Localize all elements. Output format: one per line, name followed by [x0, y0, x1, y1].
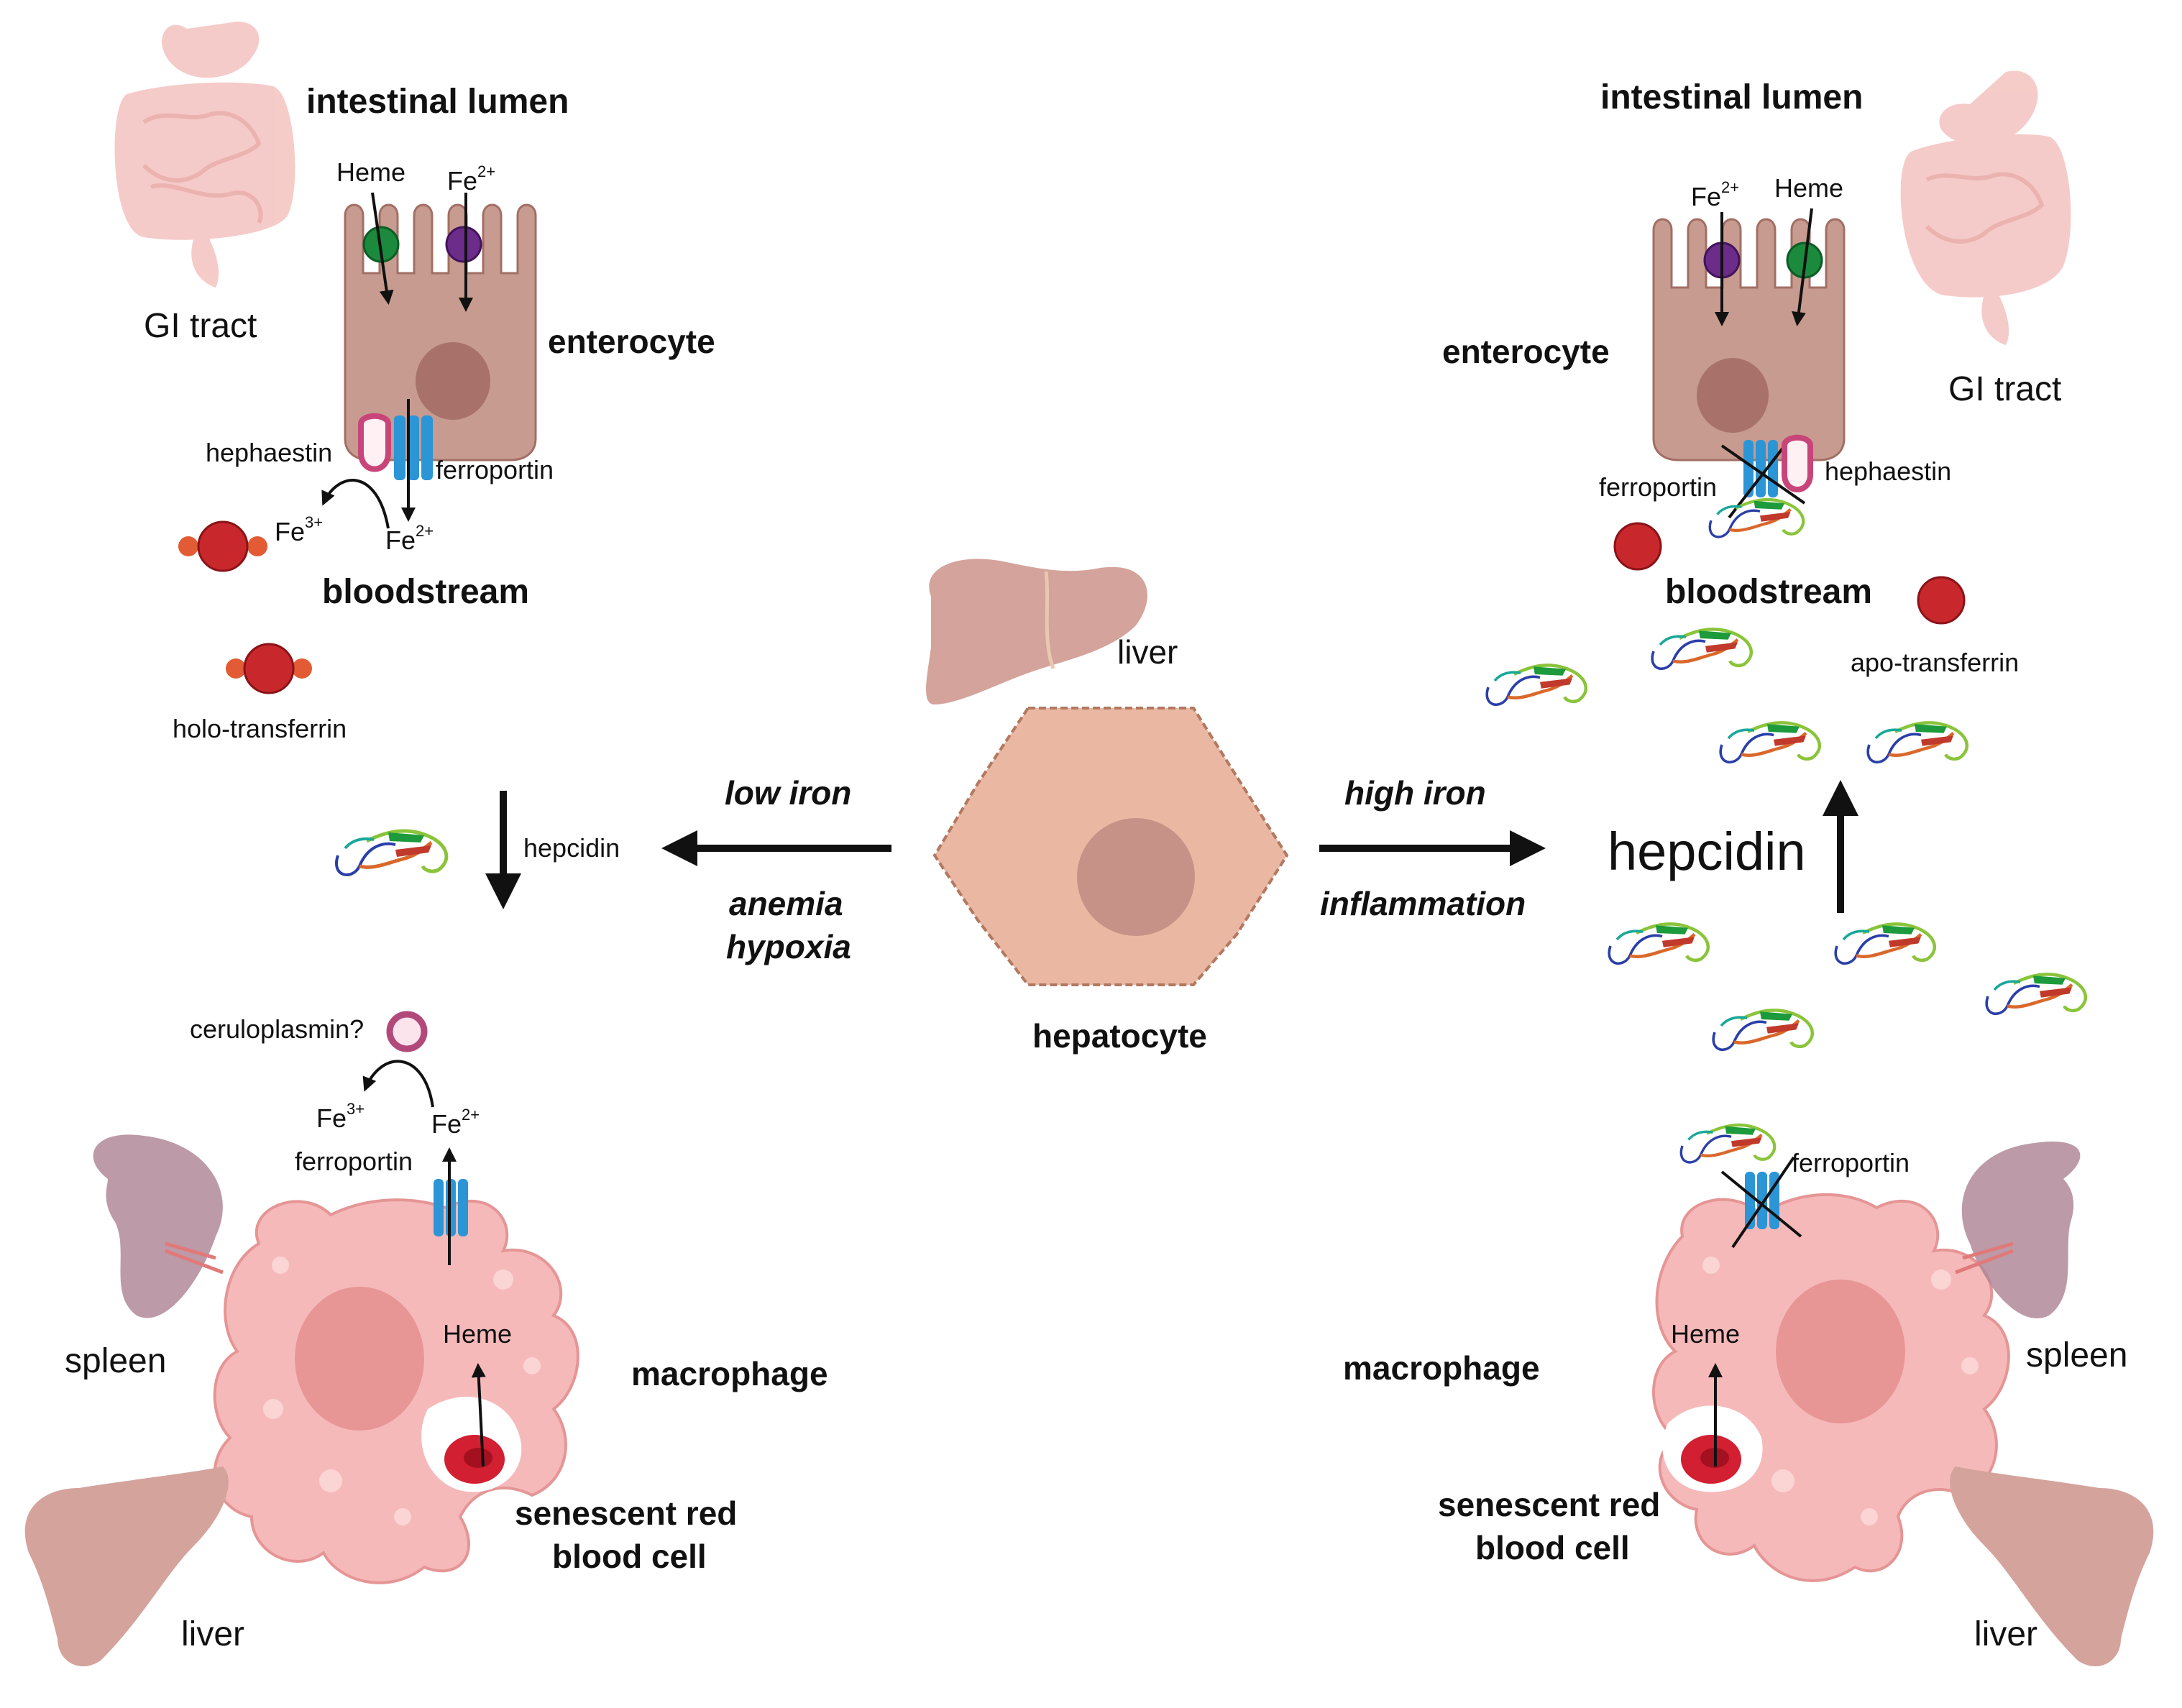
hepatocyte-nucleus [1077, 818, 1195, 936]
right-apo-transferrin-2 [1917, 576, 1966, 625]
right-hephaestin-label: hephaestin [1825, 456, 1952, 486]
left-senescent-label-line2: blood cell [552, 1538, 707, 1575]
left-liver-label: liver [181, 1615, 245, 1653]
left-macrophage-ferroportin-icon [434, 1179, 468, 1236]
right-hepcidin-peptide-1 [1487, 665, 1586, 704]
center-liver-label: liver [1117, 633, 1178, 671]
left-fe3-blood-label: Fe3+ [275, 513, 324, 546]
inflammation-label: inflammation [1320, 885, 1526, 922]
left-intestinal-lumen-label: intestinal lumen [306, 83, 569, 121]
right-apo-transferrin-1 [1613, 522, 1662, 571]
right-ferroportin-blocked-icon [1720, 437, 1806, 519]
ceruloplasmin-label: ceruloplasmin? [190, 1014, 365, 1044]
left-hepcidin-peptide [336, 831, 446, 875]
right-spleen-icon [1961, 1142, 2081, 1318]
left-macrophage-label: macrophage [631, 1355, 828, 1392]
right-senescent-label-line2: blood cell [1475, 1529, 1630, 1566]
right-enterocyte-label: enterocyte [1442, 333, 1610, 370]
left-senescent-label-line1: senescent red [515, 1494, 738, 1532]
right-hepcidin-peptide-7 [1713, 1010, 1812, 1050]
right-hepcidin-bound-macrophage [1681, 1125, 1774, 1162]
right-gi-tract-icon [1900, 70, 2071, 345]
anemia-label: anemia [729, 885, 843, 922]
right-hepcidin-peptide-5 [1609, 924, 1708, 963]
high-iron-label: high iron [1344, 774, 1486, 812]
left-heme-recycle-arrow [471, 1363, 486, 1467]
right-hepcidin-peptide-6 [1835, 924, 1935, 963]
left-enterocyte-nucleus [416, 342, 490, 420]
right-red-blood-cell [1662, 1405, 1763, 1492]
holo-transferrin-label: holo-transferrin [173, 714, 347, 743]
left-spleen-icon [93, 1134, 223, 1318]
right-hepcidin-peptide-3 [1720, 722, 1820, 762]
hypoxia-label: hypoxia [726, 928, 851, 965]
left-enterocyte-label: enterocyte [548, 323, 715, 360]
left-hephaestin-label: hephaestin [206, 438, 333, 467]
left-macrophage-heme-label: Heme [443, 1319, 513, 1349]
right-ferroportin-label: ferroportin [1599, 472, 1718, 502]
left-ferroportin-icon [394, 415, 433, 480]
right-intestinal-lumen-label: intestinal lumen [1600, 78, 1864, 116]
left-red-blood-cell [421, 1397, 522, 1492]
right-bloodstream-label: bloodstream [1665, 573, 1873, 611]
right-macrophage-heme-label: Heme [1671, 1319, 1741, 1349]
left-fe3-mac-label: Fe3+ [316, 1100, 365, 1133]
right-spleen-label: spleen [2026, 1336, 2128, 1374]
right-liver-label: liver [1974, 1615, 2038, 1653]
left-hepcidin-label: hepcidin [523, 833, 620, 863]
left-ferroportin-label: ferroportin [436, 455, 554, 485]
left-fe2-molecule [445, 226, 482, 263]
right-fe2-label: Fe2+ [1691, 178, 1740, 211]
left-heme-label: Heme [336, 157, 406, 187]
right-senescent-label-line1: senescent red [1438, 1486, 1661, 1523]
right-heme-uptake-arrow [1792, 208, 1813, 326]
left-bloodstream-label: bloodstream [322, 573, 530, 611]
left-fe2-blood-label: Fe2+ [385, 522, 434, 555]
apo-transferrin-label: apo-transferrin [1851, 648, 2020, 677]
left-holo-transferrin-1 [178, 520, 267, 572]
right-macrophage-ferroportin-label: ferroportin [1792, 1148, 1910, 1177]
right-hepcidin-peptide-8 [1986, 974, 2086, 1014]
ceruloplasmin-icon [386, 1011, 428, 1052]
left-spleen-label: spleen [65, 1342, 167, 1380]
left-gi-tract-icon [114, 22, 295, 288]
right-hepcidin-label: hepcidin [1608, 822, 1806, 881]
right-hephaestin-icon [1782, 434, 1813, 492]
left-ceruloplasmin-oxidation-arrow [362, 1060, 434, 1108]
left-spleen-vessels [165, 1241, 224, 1275]
right-liver-icon [1950, 1466, 2154, 1667]
right-macrophage-label: macrophage [1343, 1349, 1540, 1387]
right-macrophage-ferroportin-blocked-icon [1720, 1156, 1802, 1249]
right-gi-tract-label: GI tract [1948, 370, 2062, 408]
right-hepcidin-peptide-2 [1652, 629, 1751, 669]
right-hepcidin-bound-ferroportin [1710, 500, 1803, 537]
left-macrophage-ferroportin-label: ferroportin [295, 1147, 413, 1176]
left-holo-transferrin-2 [226, 643, 312, 694]
left-liver-icon [24, 1466, 229, 1667]
right-heme-label: Heme [1774, 173, 1844, 203]
left-gi-tract-label: GI tract [144, 307, 257, 345]
hepatocyte-label: hepatocyte [1032, 1017, 1207, 1055]
right-enterocyte-cell [1652, 218, 1846, 462]
center-liver-icon [926, 559, 1147, 704]
right-hepcidin-peptide-4 [1868, 722, 1967, 762]
right-macrophage-cell [1652, 1193, 2010, 1582]
left-oxidation-arrow [321, 479, 390, 529]
left-fe2-label: Fe2+ [447, 162, 496, 196]
left-heme-uptake-arrow [371, 192, 394, 305]
left-hephaestin-icon [358, 413, 391, 472]
left-fe2-mac-label: Fe2+ [431, 1106, 480, 1139]
low-iron-label: low iron [725, 774, 852, 812]
